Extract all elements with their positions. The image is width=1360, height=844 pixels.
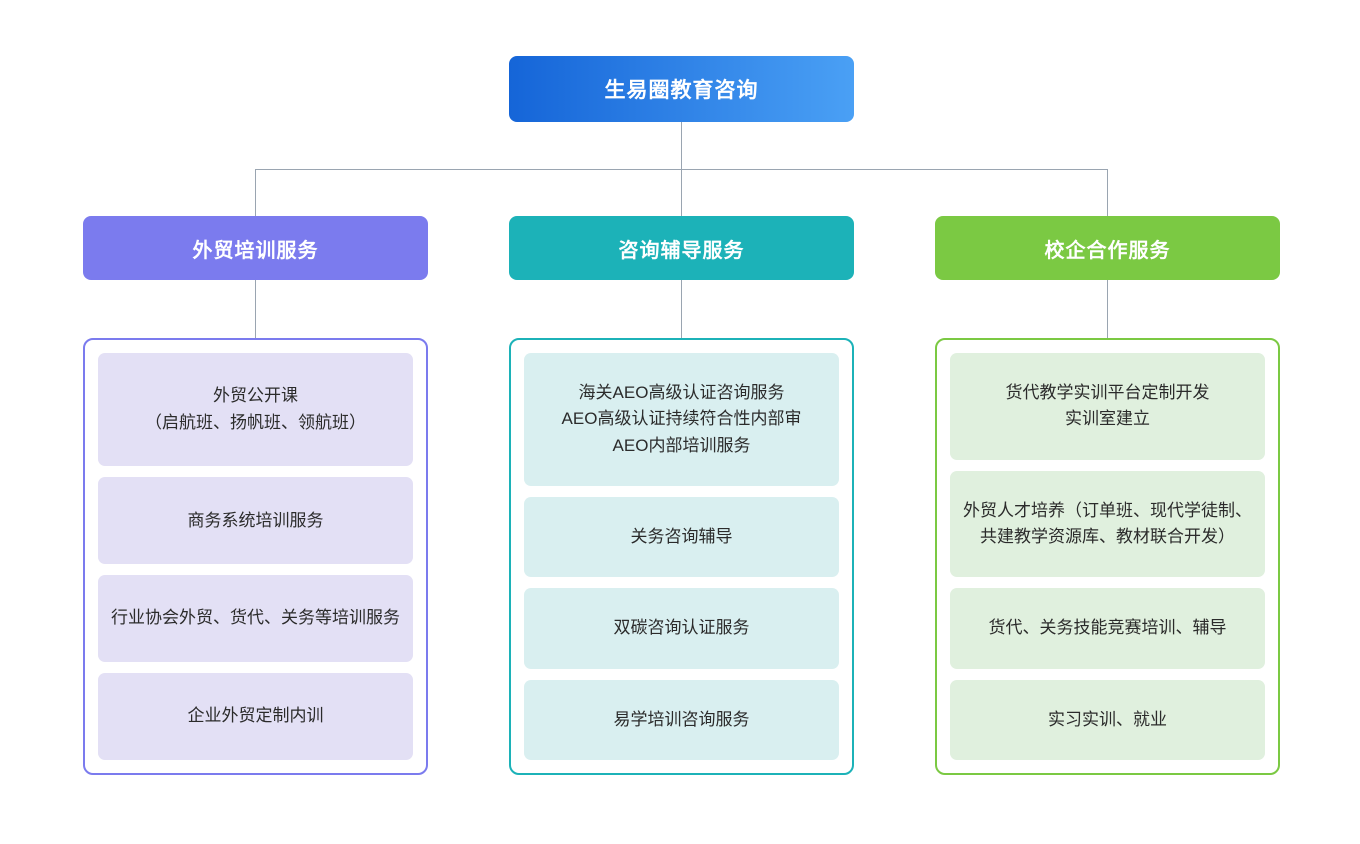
category-header-label: 咨询辅导服务 bbox=[618, 239, 745, 262]
root-node[interactable]: 生易圈教育咨询 bbox=[509, 56, 854, 122]
leaf-item[interactable]: 货代、关务技能竞赛培训、辅导 bbox=[950, 588, 1265, 669]
panel-consulting-tutoring: 海关AEO高级认证咨询服务 AEO高级认证持续符合性内部审 AEO内部培训服务 … bbox=[509, 338, 854, 775]
leaf-item[interactable]: 行业协会外贸、货代、关务等培训服务 bbox=[98, 575, 413, 663]
leaf-item[interactable]: 商务系统培训服务 bbox=[98, 477, 413, 565]
category-header-school-enterprise-cooperation[interactable]: 校企合作服务 bbox=[935, 216, 1280, 280]
leaf-item[interactable]: 外贸人才培养（订单班、现代学徒制、共建教学资源库、教材联合开发） bbox=[950, 470, 1265, 578]
leaf-item[interactable]: 实习实训、就业 bbox=[950, 679, 1265, 760]
category-header-consulting-tutoring[interactable]: 咨询辅导服务 bbox=[509, 216, 854, 280]
leaf-item[interactable]: 易学培训咨询服务 bbox=[524, 679, 839, 760]
category-header-label: 校企合作服务 bbox=[1044, 239, 1171, 262]
category-header-foreign-trade-training[interactable]: 外贸培训服务 bbox=[83, 216, 428, 280]
connector-header-panel-col2 bbox=[1107, 280, 1108, 338]
leaf-item[interactable]: 海关AEO高级认证咨询服务 AEO高级认证持续符合性内部审 AEO内部培训服务 bbox=[524, 353, 839, 487]
connector-header-panel-col1 bbox=[681, 280, 682, 338]
connector-drop-col1 bbox=[681, 169, 682, 216]
panel-school-enterprise-cooperation: 货代教学实训平台定制开发 实训室建立 外贸人才培养（订单班、现代学徒制、共建教学… bbox=[935, 338, 1280, 775]
category-header-label: 外贸培训服务 bbox=[192, 239, 319, 262]
connector-header-panel-col0 bbox=[255, 280, 256, 338]
leaf-item[interactable]: 外贸公开课 （启航班、扬帆班、领航班） bbox=[98, 353, 413, 467]
panel-foreign-trade-training: 外贸公开课 （启航班、扬帆班、领航班） 商务系统培训服务 行业协会外贸、货代、关… bbox=[83, 338, 428, 775]
connector-drop-col2 bbox=[1107, 169, 1108, 216]
connector-root-stem bbox=[681, 122, 682, 169]
connector-drop-col0 bbox=[255, 169, 256, 216]
leaf-item[interactable]: 企业外贸定制内训 bbox=[98, 673, 413, 761]
leaf-item[interactable]: 货代教学实训平台定制开发 实训室建立 bbox=[950, 353, 1265, 460]
leaf-item[interactable]: 关务咨询辅导 bbox=[524, 497, 839, 578]
leaf-item[interactable]: 双碳咨询认证服务 bbox=[524, 588, 839, 669]
root-node-label: 生易圈教育咨询 bbox=[604, 79, 759, 102]
